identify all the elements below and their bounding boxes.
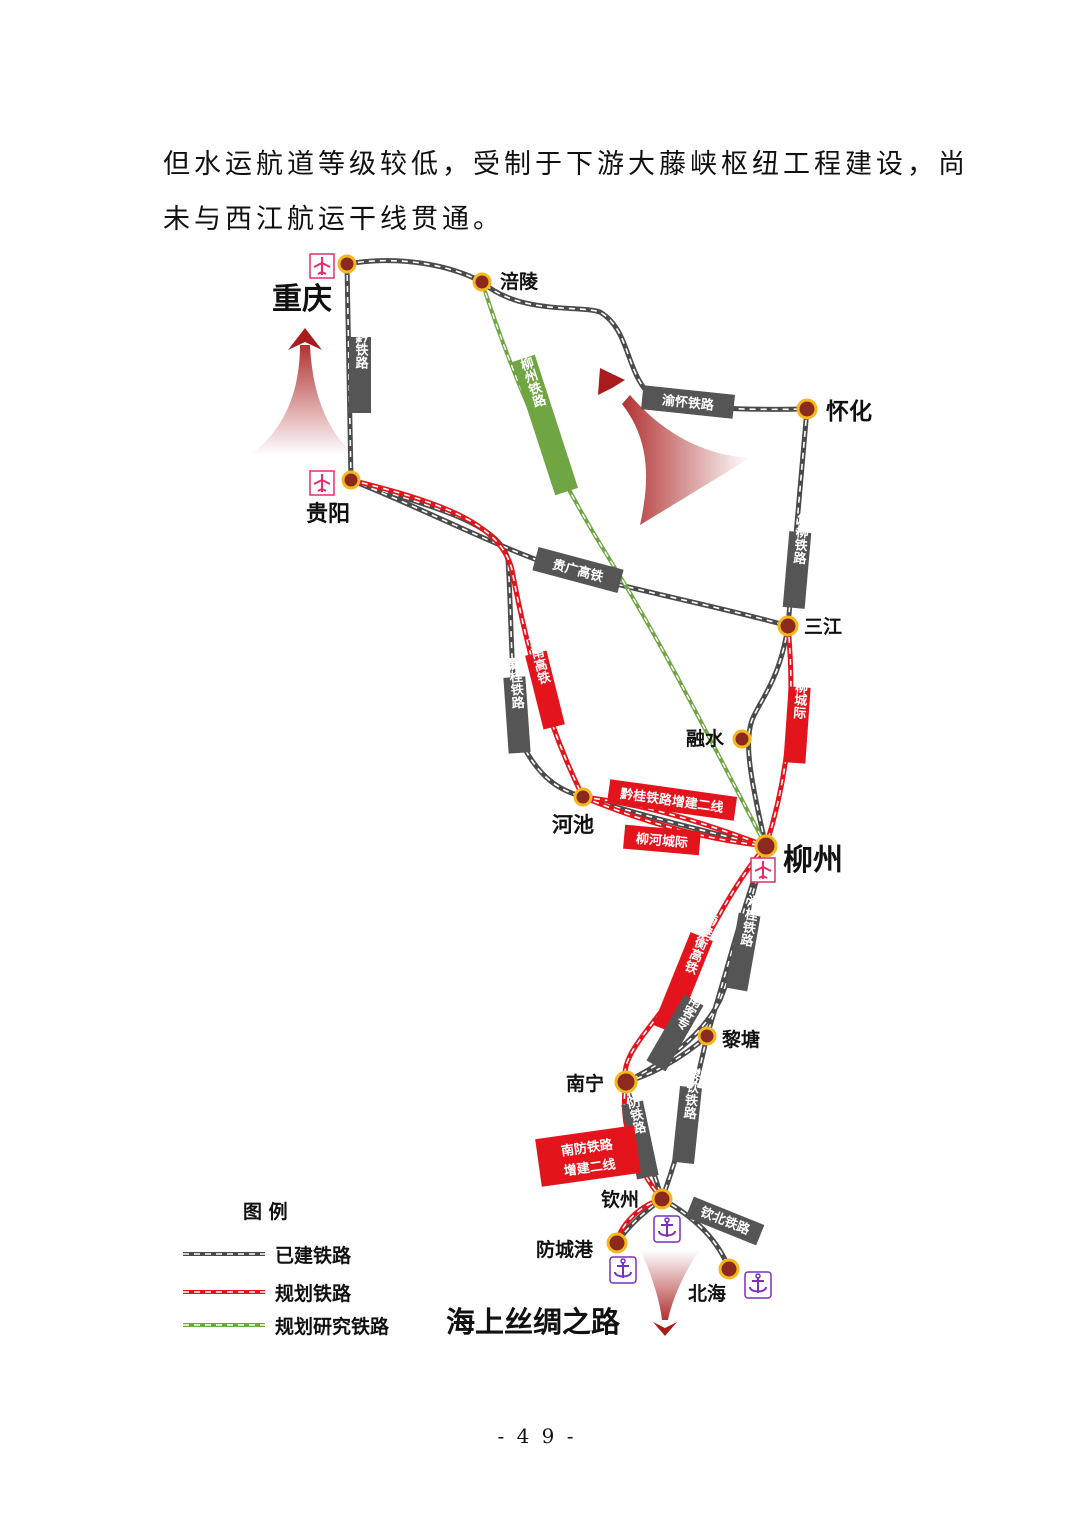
arrow-yuhuai (598, 368, 750, 525)
rail-label-sanliu: 三柳城际 (783, 667, 811, 764)
rail-label-jiaoliu: 焦柳铁路 (782, 511, 812, 609)
arrow-silk-road (640, 1250, 700, 1336)
rail-label-yuqian: 渝黔铁路 (349, 316, 371, 413)
station-liuzhou (754, 834, 778, 858)
svg-text:三柳城际: 三柳城际 (790, 667, 809, 721)
rail-label-liuhe: 柳河城际 (623, 824, 701, 856)
city-hechi: 河池 (552, 813, 594, 837)
paragraph-line-2: 未与西江航运干线贯通。 (163, 204, 504, 235)
station-hechi (573, 787, 593, 807)
city-rongshui: 融水 (686, 728, 725, 750)
rail-label-yuhuai: 渝怀铁路 (640, 385, 736, 419)
city-fuling: 涪陵 (500, 270, 539, 293)
legend-research-label: 规划研究铁路 (275, 1315, 390, 1338)
arrow-chongqing (250, 328, 355, 455)
svg-text:渝黔铁路: 渝黔铁路 (353, 316, 370, 369)
page-number: - 4 9 - (497, 1424, 577, 1448)
rail-label-nanfang-second: 南防铁路 增建二线 (535, 1125, 641, 1187)
station-beihai (718, 1258, 740, 1280)
airport-icon (309, 470, 335, 496)
rail-label-qinbei: 钦北铁路 (685, 1196, 765, 1246)
city-litang: 黎塘 (722, 1028, 760, 1051)
station-huaihua (796, 398, 818, 420)
svg-text:南防铁路: 南防铁路 (560, 1136, 615, 1159)
silk-road-slogan: 海上丝绸之路 (446, 1305, 621, 1339)
planned-railways (350, 477, 794, 1244)
station-qinzhou (651, 1188, 673, 1210)
station-guiyang (341, 470, 361, 490)
station-fuling (472, 272, 492, 292)
paragraph-line-1: 但水运航道等级较低，受制于下游大藤峡枢纽工程建设，尚 (163, 149, 969, 180)
stations (337, 254, 818, 1280)
svg-text:焦柳铁路: 焦柳铁路 (790, 511, 811, 565)
station-litang (697, 1026, 717, 1046)
city-nanning: 南宁 (566, 1072, 604, 1095)
airport-icon (750, 857, 776, 883)
anchor-icon (653, 1215, 681, 1243)
legend-title: 图 例 (243, 1200, 288, 1223)
anchor-icon (744, 1271, 772, 1299)
rail-label-qiangui: 黔桂铁路 (503, 656, 531, 754)
station-fangchenggang (606, 1232, 628, 1254)
svg-text:柳河城际: 柳河城际 (635, 831, 688, 851)
station-chongqing (337, 254, 357, 274)
city-fangchenggang: 防城港 (536, 1238, 594, 1261)
station-rongshui (732, 729, 752, 749)
rail-label-liqin: 黎钦铁路 (672, 1066, 702, 1164)
station-sanjiang (777, 615, 799, 637)
svg-text:渝怀铁路: 渝怀铁路 (661, 392, 715, 413)
legend-planned-label: 规划铁路 (275, 1282, 352, 1305)
svg-text:增建二线: 增建二线 (563, 1156, 617, 1179)
city-huaihua: 怀化 (826, 398, 872, 425)
city-sanjiang: 三江 (804, 616, 842, 638)
rail-label-fuling-liuzhou: 涪陵至柳州铁路 (504, 318, 579, 496)
rail-label-guiguang: 贵广高铁 (532, 547, 624, 593)
anchor-icon (609, 1256, 637, 1284)
city-qinzhou: 钦州 (601, 1188, 639, 1211)
legend: 图 例 已建铁路 规划铁路 规划研究铁路 (183, 1200, 390, 1338)
city-chongqing: 重庆 (272, 282, 332, 317)
city-guiyang: 贵阳 (306, 502, 350, 527)
station-nanning (614, 1070, 638, 1094)
airport-icon (309, 253, 335, 279)
city-beihai: 北海 (688, 1282, 726, 1305)
built-railways (344, 258, 810, 1270)
city-liuzhou: 柳州 (783, 843, 843, 878)
rail-label-xianggui: 湘桂铁路 (725, 893, 762, 992)
legend-built-label: 已建铁路 (275, 1244, 352, 1267)
svg-text:黔桂铁路: 黔桂铁路 (505, 656, 525, 710)
